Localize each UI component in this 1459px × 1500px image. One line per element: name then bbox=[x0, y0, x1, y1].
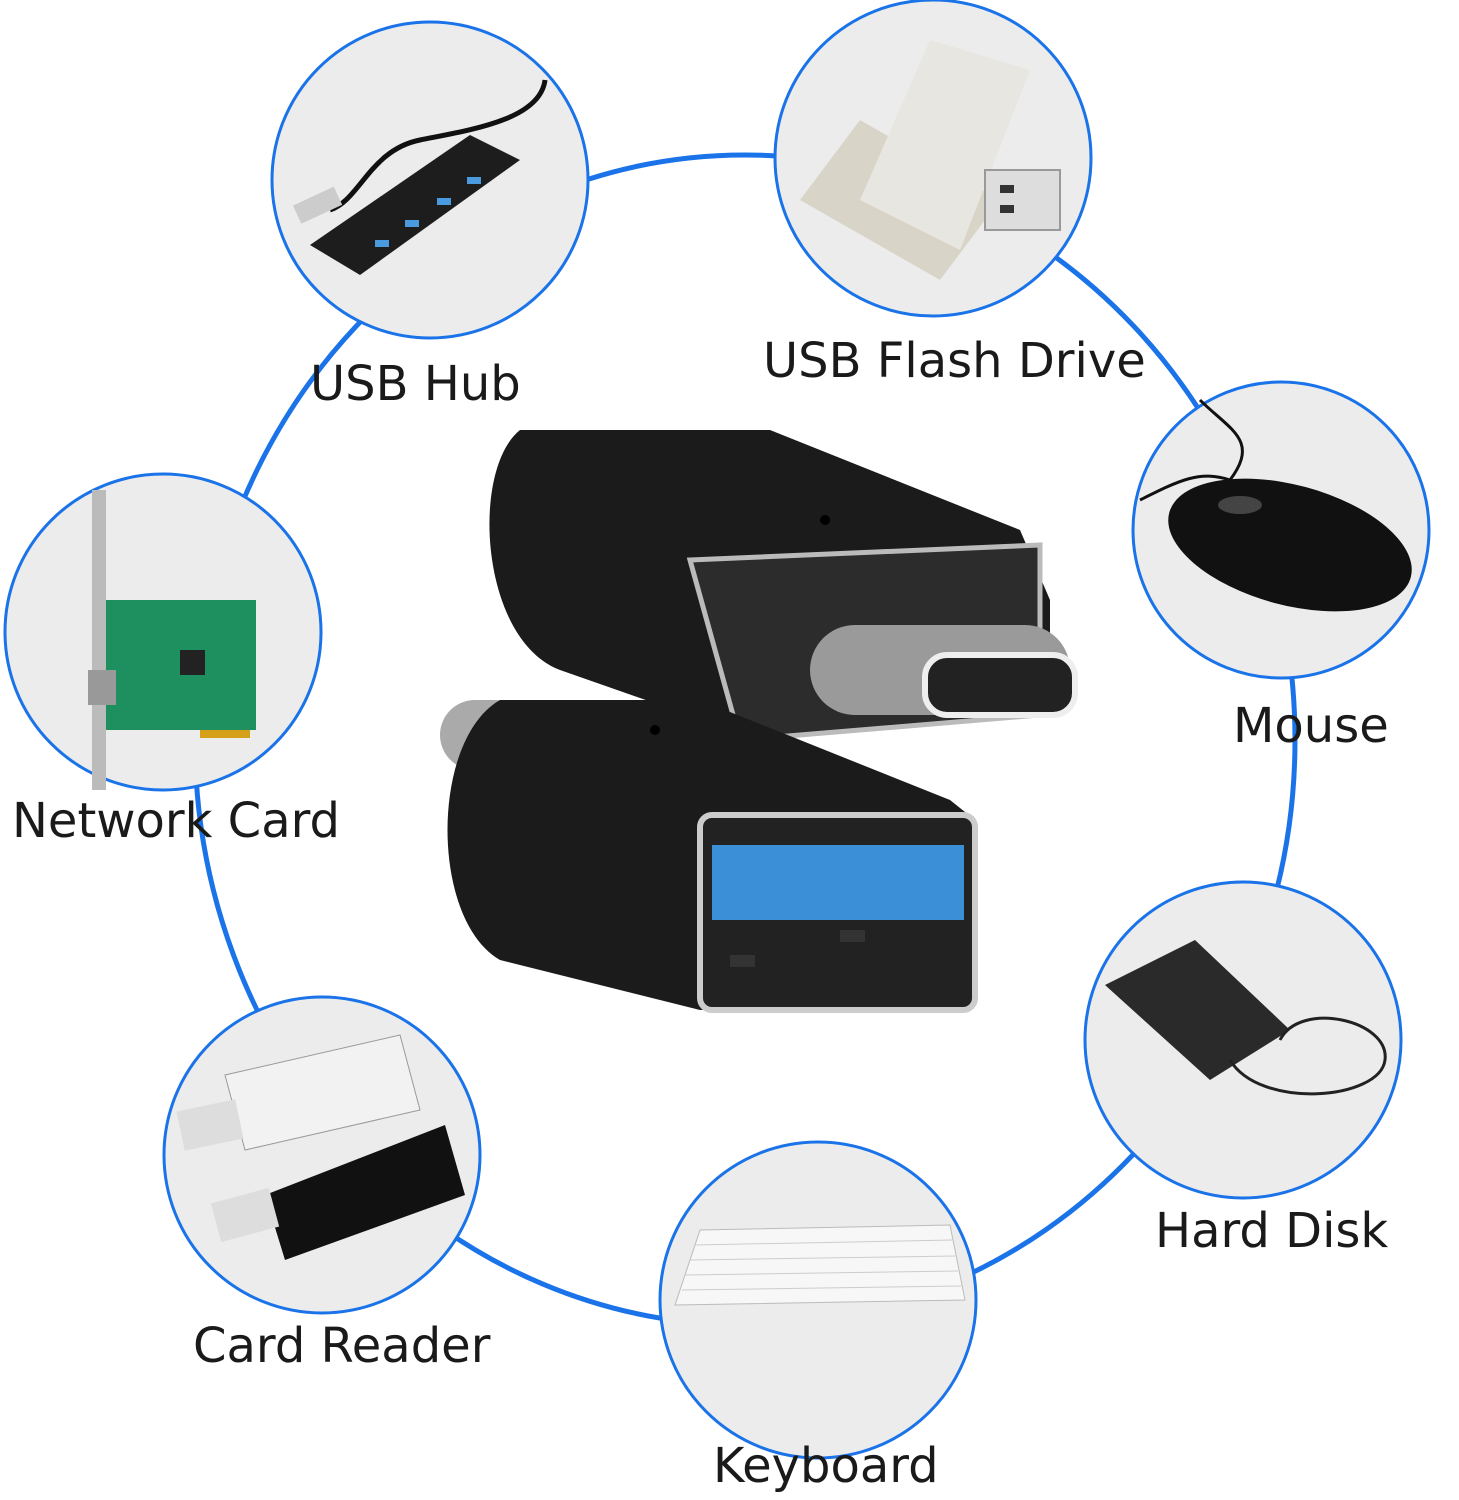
flash-drive-icon bbox=[773, 0, 1093, 318]
usb-hub-icon bbox=[270, 20, 590, 340]
label-hard-disk: Hard Disk bbox=[1155, 1203, 1389, 1259]
label-usb-hub: USB Hub bbox=[310, 356, 521, 412]
mouse-icon bbox=[1131, 380, 1431, 680]
label-usb-flash-drive: USB Flash Drive bbox=[763, 333, 1146, 389]
usb-a-adapter-bottom bbox=[440, 700, 978, 1013]
label-network-card: Network Card bbox=[12, 793, 340, 849]
label-keyboard: Keyboard bbox=[713, 1438, 939, 1494]
card-reader-icon bbox=[162, 995, 482, 1315]
label-card-reader: Card Reader bbox=[193, 1318, 491, 1374]
hard-disk-icon bbox=[1083, 880, 1403, 1200]
keyboard-icon bbox=[658, 1140, 978, 1460]
label-mouse: Mouse bbox=[1233, 698, 1389, 754]
network-card-icon bbox=[3, 472, 323, 792]
usb-c-adapter-top bbox=[489, 430, 1078, 743]
